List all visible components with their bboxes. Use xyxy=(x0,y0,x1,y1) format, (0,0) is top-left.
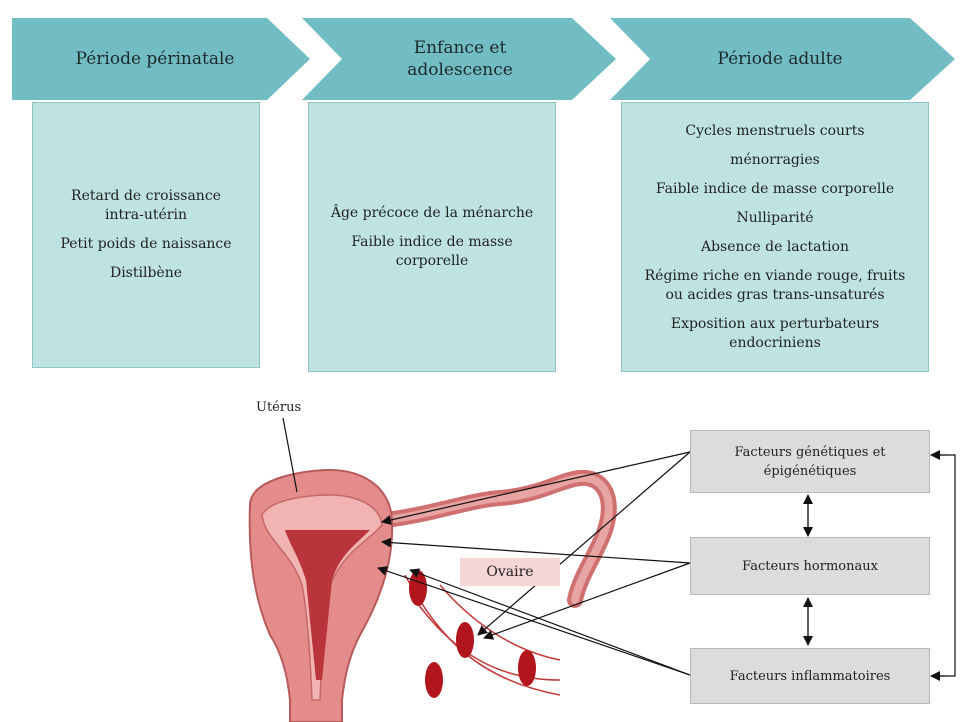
follicle xyxy=(456,622,474,658)
factor-label: Facteurs inflammatoires xyxy=(730,667,891,686)
ovary-label: Ovaire xyxy=(460,558,560,586)
uterus-label: Utérus xyxy=(256,400,301,415)
factor-genetic: Facteurs génétiques et épigénétiques xyxy=(690,430,930,493)
factor-hormonal: Facteurs hormonaux xyxy=(690,537,930,595)
factor-inflammatory: Facteurs inflammatoires xyxy=(690,648,930,704)
factor-label: Facteurs génétiques et épigénétiques xyxy=(725,443,895,481)
follicle xyxy=(425,662,443,698)
factor-label: Facteurs hormonaux xyxy=(742,557,878,576)
follicle xyxy=(518,650,536,686)
